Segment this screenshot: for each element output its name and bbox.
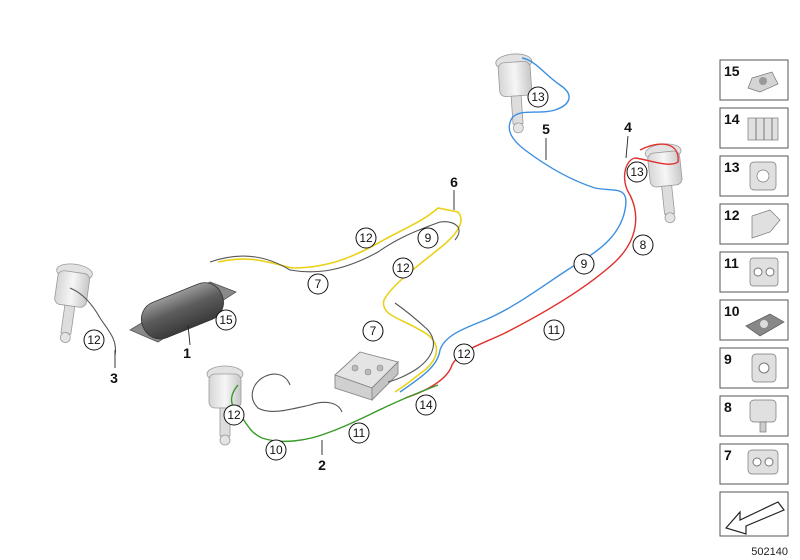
label-2: 2 bbox=[318, 457, 326, 473]
callout-13-a: 13 bbox=[527, 86, 549, 108]
svg-text:11: 11 bbox=[353, 426, 366, 440]
callout-9-b: 9 bbox=[573, 253, 595, 275]
svg-text:7: 7 bbox=[315, 277, 322, 291]
legend-item-arrow bbox=[719, 491, 789, 537]
valve-block-icon bbox=[334, 351, 399, 402]
svg-text:14: 14 bbox=[724, 111, 740, 127]
leader-lines bbox=[114, 135, 629, 455]
svg-text:12: 12 bbox=[359, 231, 373, 245]
svg-text:11: 11 bbox=[548, 323, 561, 337]
svg-text:9: 9 bbox=[425, 231, 432, 245]
callout-12-f: 12 bbox=[0, 0, 14, 3]
svg-text:8: 8 bbox=[724, 399, 732, 415]
callout-group: 12 12 12 12 12 12 7 7 9 9 8 11 11 10 13 … bbox=[0, 0, 654, 461]
blue-line bbox=[399, 57, 627, 393]
legend-item-7: 7 bbox=[719, 443, 789, 485]
svg-text:12: 12 bbox=[87, 333, 101, 347]
callout-12-e: 12 bbox=[453, 343, 475, 365]
svg-text:13: 13 bbox=[630, 165, 644, 179]
svg-text:8: 8 bbox=[640, 238, 647, 252]
label-3: 3 bbox=[110, 370, 118, 386]
label-5: 5 bbox=[542, 121, 550, 137]
callout-13-b: 13 bbox=[626, 161, 648, 183]
block-clip-icon bbox=[745, 313, 785, 337]
callout-11-b: 11 bbox=[348, 422, 370, 444]
callout-12-d: 12 bbox=[223, 404, 245, 426]
callout-8: 8 bbox=[632, 234, 654, 256]
legend-item-13: 13 bbox=[719, 155, 789, 197]
svg-text:12: 12 bbox=[227, 408, 241, 422]
svg-text:13: 13 bbox=[724, 159, 740, 175]
arrow-icon bbox=[724, 501, 785, 535]
yellow-line bbox=[217, 207, 462, 393]
label-4: 4 bbox=[624, 119, 632, 135]
svg-text:12: 12 bbox=[396, 261, 410, 275]
plain-labels: 1 2 3 4 5 6 bbox=[110, 119, 632, 473]
svg-text:9: 9 bbox=[724, 351, 732, 367]
svg-text:13: 13 bbox=[531, 90, 545, 104]
callout-12-c: 12 bbox=[83, 329, 105, 351]
nut-clip-icon bbox=[747, 71, 779, 93]
label-1: 1 bbox=[183, 345, 191, 361]
callout-12-a: 12 bbox=[355, 227, 377, 249]
green-line bbox=[230, 384, 439, 443]
gray-line bbox=[69, 221, 460, 413]
legend-item-12: 12 bbox=[719, 203, 789, 245]
callout-9-a: 9 bbox=[417, 227, 439, 249]
legend-item-9: 9 bbox=[719, 347, 789, 389]
svg-text:15: 15 bbox=[724, 63, 740, 79]
double-clip-icon bbox=[749, 257, 779, 287]
svg-text:7: 7 bbox=[370, 324, 377, 338]
pipe-clip-icon bbox=[749, 161, 777, 191]
document-number: 502140 bbox=[751, 546, 788, 558]
callout-7-b: 7 bbox=[362, 320, 384, 342]
svg-text:7: 7 bbox=[724, 447, 732, 463]
multi-pipe-clip-icon bbox=[747, 117, 779, 141]
legend-item-10: 10 bbox=[719, 299, 789, 341]
svg-text:10: 10 bbox=[269, 443, 283, 457]
holder-clip-icon bbox=[751, 209, 781, 239]
svg-text:11: 11 bbox=[724, 255, 739, 271]
callout-12-b: 12 bbox=[392, 257, 414, 279]
legend-item-8: 8 bbox=[719, 395, 789, 437]
legend-item-11: 11 bbox=[719, 251, 789, 293]
svg-text:14: 14 bbox=[419, 398, 433, 412]
label-6: 6 bbox=[450, 174, 458, 190]
single-clip-icon bbox=[751, 353, 777, 383]
air-strut-front-right-icon bbox=[643, 141, 689, 225]
legend-item-15: 15 bbox=[719, 59, 789, 101]
twin-clip-icon bbox=[747, 449, 779, 475]
svg-text:12: 12 bbox=[457, 347, 471, 361]
callout-14: 14 bbox=[415, 394, 437, 416]
push-clip-icon bbox=[749, 399, 777, 433]
svg-text:15: 15 bbox=[219, 313, 233, 327]
callout-15: 15 bbox=[215, 309, 237, 331]
svg-text:12: 12 bbox=[724, 207, 740, 223]
pressure-tank-icon bbox=[129, 281, 237, 343]
callout-10: 10 bbox=[265, 439, 287, 461]
svg-text:9: 9 bbox=[581, 257, 588, 271]
svg-text:10: 10 bbox=[724, 303, 740, 319]
callout-7-a: 7 bbox=[307, 273, 329, 295]
callout-11-a: 11 bbox=[543, 319, 565, 341]
legend-item-14: 14 bbox=[719, 107, 789, 149]
parts-legend: 15 14 13 12 11 10 9 bbox=[719, 59, 789, 537]
